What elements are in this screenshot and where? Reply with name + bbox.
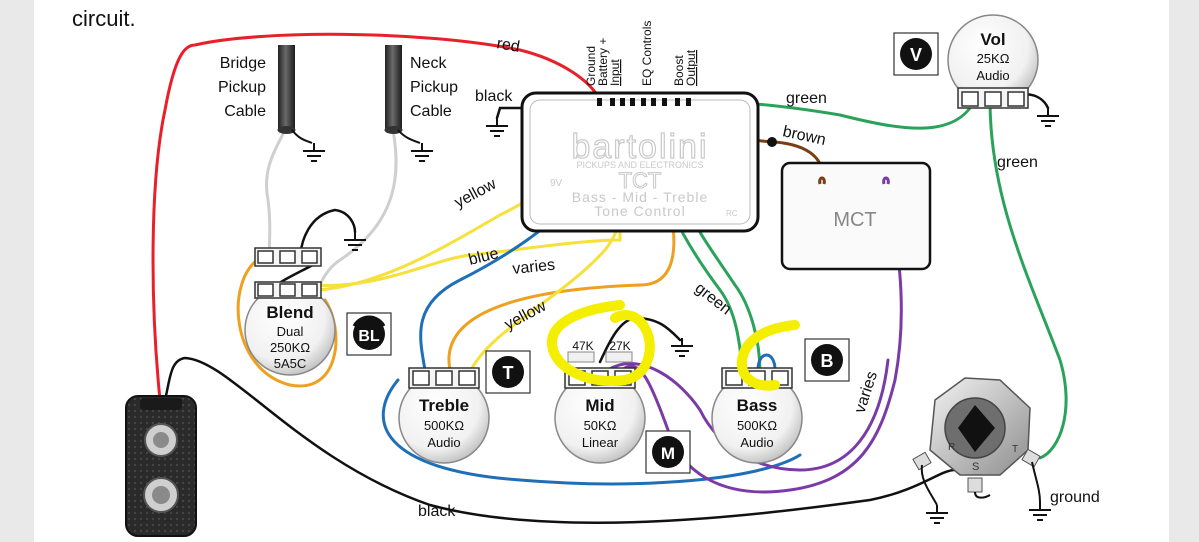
label-varies-mid: varies <box>512 257 556 278</box>
jack-pin-t: T <box>1012 444 1018 455</box>
bass-value: 500KΩ <box>737 418 777 433</box>
badge-bass-label: B <box>821 351 834 371</box>
ground-symbol-jack-right <box>1028 501 1052 521</box>
black-battery-wire <box>163 356 957 524</box>
wires <box>151 32 1068 524</box>
label-red: red <box>495 35 521 56</box>
mct-label: MCT <box>833 209 876 231</box>
jack-pin-r: R <box>948 442 955 453</box>
mid-resistors: 47K 27K <box>567 339 633 363</box>
green-jack-wire <box>988 98 1068 460</box>
pin-label-eq: EQ Controls <box>640 21 654 86</box>
blend-name: Blend <box>266 303 313 322</box>
ground-symbol-module <box>485 117 509 137</box>
badge-blend-label: BL <box>358 328 380 345</box>
highlight-bass <box>736 320 800 391</box>
pin-label-output: Output <box>684 49 698 86</box>
battery-clip <box>125 395 197 537</box>
mid-name: Mid <box>585 396 614 415</box>
label-ground: ground <box>1050 489 1100 506</box>
treble-pot: Treble 500KΩ Audio <box>398 367 490 464</box>
bridge-pickup-cable <box>277 45 326 162</box>
bridge-label-3: Cable <box>224 103 266 120</box>
neck-label-3: Cable <box>410 103 452 120</box>
badge-treble: T <box>485 350 531 394</box>
label-green-top: green <box>786 90 827 107</box>
resistor-27k: 27K <box>609 339 630 353</box>
pin-label-battery: Battery + <box>596 38 610 86</box>
label-yellow-top: yellow <box>452 175 500 211</box>
module-line1: Bass - Mid - Treble <box>572 189 708 205</box>
mid-value: 50KΩ <box>584 418 617 433</box>
badge-bass: B <box>804 338 850 382</box>
bass-name: Bass <box>737 396 778 415</box>
module-voltage: 9V <box>550 178 563 189</box>
vol-taper: Audio <box>976 68 1009 83</box>
bass-taper: Audio <box>740 435 773 450</box>
neck-white-wire <box>316 128 398 292</box>
treble-taper: Audio <box>427 435 460 450</box>
module-line2: Tone Control <box>594 203 685 219</box>
neck-pickup-cable <box>384 45 434 162</box>
label-green-right: green <box>997 154 1038 171</box>
blend-pot: Blend Dual 250KΩ 5A5C <box>244 247 336 376</box>
label-black-top: black <box>475 88 513 105</box>
treble-value: 500KΩ <box>424 418 464 433</box>
badge-vol-label: V <box>910 45 922 65</box>
module-brand: bartolini <box>571 128 708 166</box>
preamp-module: bartolini PICKUPS AND ELECTRONICS 9V TCT… <box>520 21 777 233</box>
module-suffix: RC <box>726 209 738 218</box>
black-ground-wire <box>495 106 527 120</box>
vol-pot: Vol 25KΩ Audio <box>947 14 1039 109</box>
output-jack: R S T <box>912 377 1041 506</box>
blue-bass-wire <box>756 353 777 372</box>
module-model: TCT <box>619 168 662 193</box>
label-green-mid: green <box>692 280 735 319</box>
blend-value: 250KΩ <box>270 340 310 355</box>
mct-box: MCT <box>780 161 932 271</box>
label-black-bottom: black <box>418 503 456 520</box>
pin-label-ground: Ground <box>584 46 598 86</box>
pin-label-boost: Boost <box>672 55 686 86</box>
badge-vol: V <box>893 32 939 76</box>
bridge-label-2: Pickup <box>218 79 266 96</box>
ground-symbol-jack-left <box>925 504 949 524</box>
bridge-white-wire <box>265 128 287 257</box>
pin-label-input: Input <box>608 59 622 86</box>
ground-symbol-mid <box>670 337 694 357</box>
red-wire <box>151 32 602 402</box>
mid-taper: Linear <box>582 435 619 450</box>
purple-mct-wire <box>623 178 903 494</box>
blue-loop-wire <box>381 378 802 486</box>
ground-symbol-vol <box>1036 107 1060 127</box>
jack-pin-s: S <box>972 461 979 473</box>
treble-name: Treble <box>419 396 469 415</box>
badge-treble-label: T <box>503 363 514 383</box>
label-blue: blue <box>467 245 501 269</box>
badge-blend: BL <box>346 312 392 356</box>
badge-mid: M <box>645 430 691 474</box>
neck-label-1: Neck <box>410 55 447 72</box>
resistor-47k: 47K <box>572 339 593 353</box>
badge-mid-label: M <box>661 444 675 463</box>
vol-name: Vol <box>980 30 1005 49</box>
highlight-mid <box>546 300 655 386</box>
header-text: circuit. <box>72 6 136 31</box>
blend-taper: 5A5C <box>274 356 307 371</box>
blend-orange-loop <box>236 256 338 388</box>
black-blend-wire <box>298 208 357 264</box>
blend-line1: Dual <box>277 324 304 339</box>
neck-label-2: Pickup <box>410 79 458 96</box>
vol-value: 25KΩ <box>977 51 1010 66</box>
module-brand-sub: PICKUPS AND ELECTRONICS <box>576 160 703 170</box>
bridge-label-1: Bridge <box>220 55 266 72</box>
